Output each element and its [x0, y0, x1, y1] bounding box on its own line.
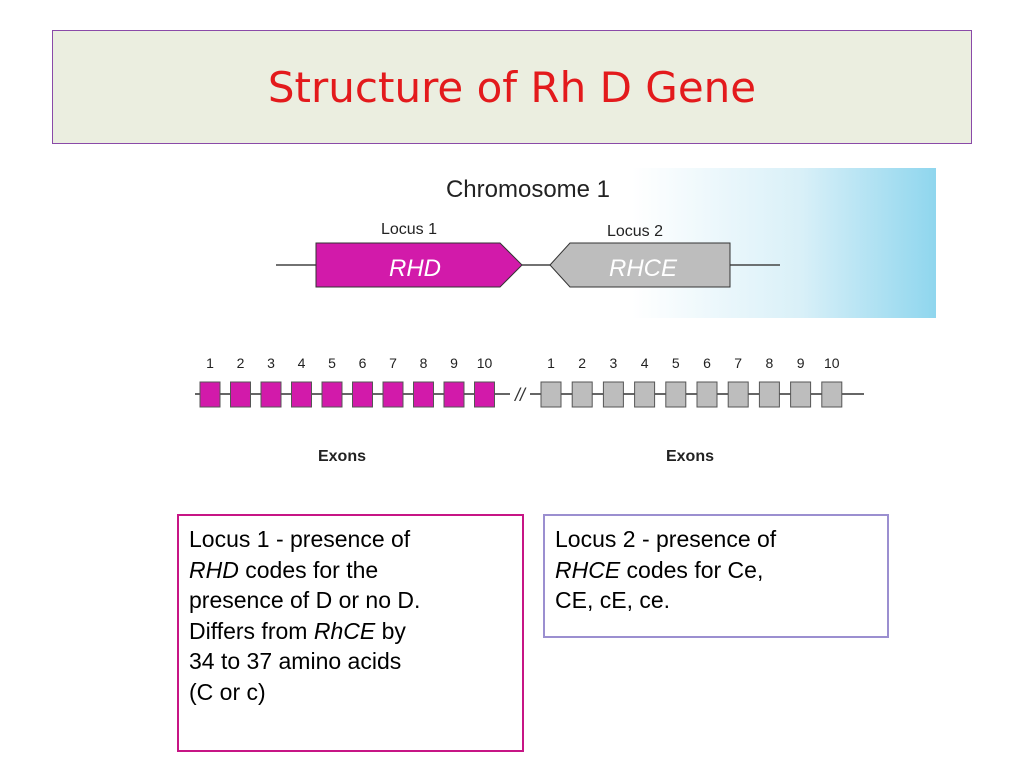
rhd-exon-box: [260, 381, 282, 408]
locus2-text: codes for Ce,: [620, 556, 764, 583]
locus1-text: by: [375, 617, 406, 644]
locus1-text: Differs from: [189, 617, 314, 644]
rhd-exon-number: 6: [359, 355, 367, 371]
rhce-exon-box: [758, 381, 780, 408]
rhd-gene-label: RHD: [389, 255, 441, 282]
rhd-exon-box: [382, 381, 404, 408]
rhd-exon-number: 9: [450, 355, 458, 371]
locus1-line: (C or c): [189, 678, 266, 705]
rhd-exon-number: 5: [328, 355, 336, 371]
rhce-exon-number: 8: [766, 355, 774, 371]
locus2-line: CE, cE, ce.: [555, 587, 671, 613]
rhd-exons-label: Exons: [318, 448, 366, 465]
locus1-description-box: Locus 1 - presence of RHD codes for the …: [177, 514, 524, 752]
rhd-exon-box: [413, 381, 434, 408]
rhce-exons-label: Exons: [666, 448, 714, 465]
rhce-exon-number: 9: [797, 355, 805, 371]
rhd-exon-number: 3: [267, 355, 275, 371]
locus2-line: RHCE codes for Ce,: [555, 555, 877, 586]
rhce-exon-box: [696, 381, 718, 408]
rhce-exon-number: 7: [734, 355, 742, 371]
rhce-exon-group: 1 2 3 4 5 6 7 8 9 10: [540, 355, 843, 408]
rhd-exon-number: 8: [420, 355, 428, 371]
rhce-exon-box: [790, 381, 812, 408]
rhce-exon-number: 3: [610, 355, 618, 371]
rhce-exon-number: 1: [547, 355, 555, 371]
rhce-exon-box: [634, 381, 656, 408]
rhce-exon-box: [821, 381, 843, 408]
rhd-exon-group: 1 2 3 4 5 6 7 8 9 10: [199, 355, 495, 408]
locus2-description-box: Locus 2 - presence of RHCE codes for Ce,…: [543, 514, 889, 638]
rhce-exon-number: 10: [824, 355, 840, 371]
locus2-line: Locus 2 - presence of: [555, 526, 777, 552]
locus1-line: Locus 1 - presence of: [189, 526, 411, 552]
locus1-line: 34 to 37 amino acids: [189, 648, 402, 674]
rhd-exon-number: 7: [389, 355, 397, 371]
locus1-line: Differs from RhCE by: [189, 616, 512, 647]
rhce-exon-box: [602, 381, 624, 408]
rhce-exon-number: 6: [703, 355, 711, 371]
rhd-exon-number: 10: [477, 355, 493, 371]
rhd-exon-box: [199, 381, 221, 408]
rhd-exon-box: [321, 381, 343, 408]
rhd-exon-box: [230, 381, 251, 408]
watermark: [838, 742, 840, 751]
gene-name-italic: RHD: [189, 556, 239, 583]
break-mark: //: [513, 385, 527, 405]
locus1-label: Locus 1: [381, 221, 437, 238]
rhce-exon-box: [571, 381, 593, 408]
rhd-exon-box: [352, 381, 373, 408]
title-banner: Structure of Rh D Gene: [52, 30, 972, 144]
gene-diagram: Chromosome 1 Locus 1 Locus 2 RHD RHCE //…: [195, 176, 864, 465]
rhce-exon-number: 5: [672, 355, 680, 371]
rhd-exon-box: [443, 381, 465, 408]
gene-name-italic: RhCE: [313, 617, 376, 644]
locus1-text: codes for the: [238, 556, 379, 583]
rhd-exon-number: 2: [237, 355, 245, 371]
rhd-exon-number: 4: [298, 355, 306, 371]
locus1-line: RHD codes for the: [189, 555, 512, 586]
rhce-exon-box: [727, 381, 749, 408]
slide-title: Structure of Rh D Gene: [267, 62, 757, 112]
rhd-exon-number: 1: [206, 355, 214, 371]
rhce-gene-label: RHCE: [609, 255, 678, 282]
rhd-exon-box: [291, 381, 312, 408]
rhce-gene-arrow: [549, 242, 731, 288]
rhd-gene-arrow: [315, 242, 523, 288]
rhce-exon-number: 2: [578, 355, 586, 371]
rhce-exon-box: [665, 381, 687, 408]
gene-name-italic: RHCE: [555, 556, 621, 583]
locus1-line: presence of D or no D.: [189, 587, 421, 613]
rhce-exon-number: 4: [641, 355, 649, 371]
rhd-exon-box: [474, 381, 495, 408]
locus2-label: Locus 2: [607, 223, 663, 240]
chromosome-label: Chromosome 1: [446, 176, 610, 203]
rhce-exon-box: [540, 381, 562, 408]
